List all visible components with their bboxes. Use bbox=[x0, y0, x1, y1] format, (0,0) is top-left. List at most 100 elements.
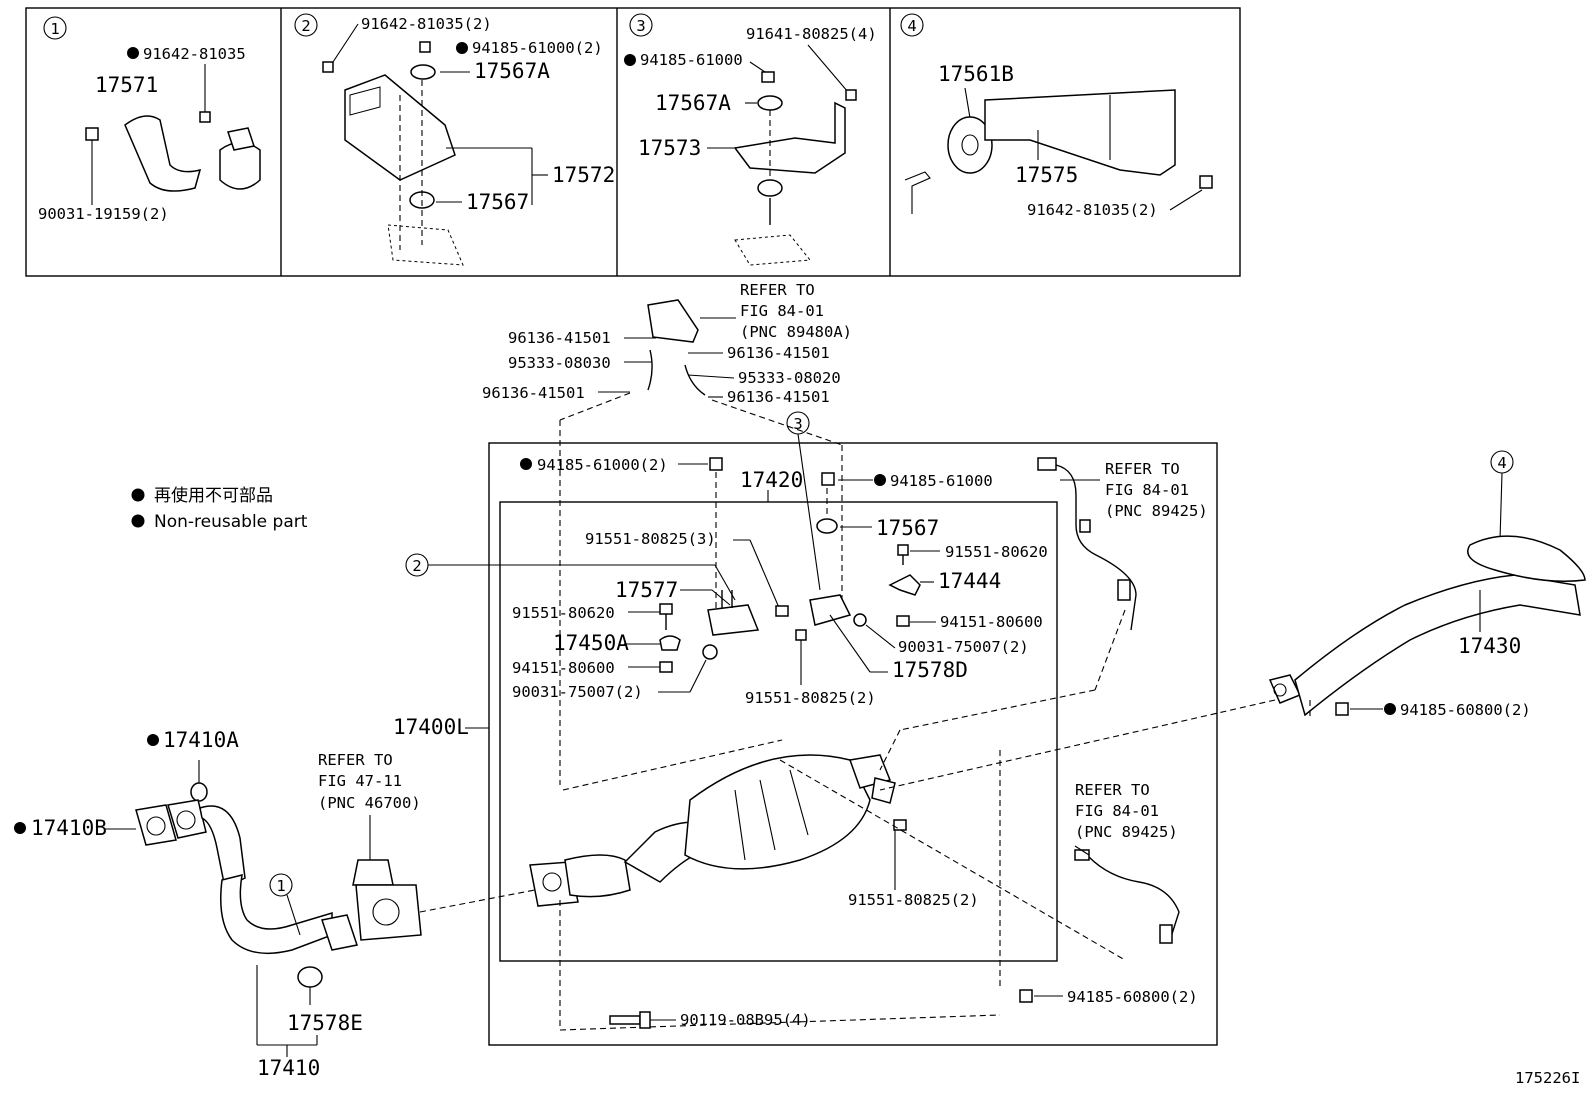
non-reusable-mark bbox=[456, 42, 468, 54]
sensor-bottom: REFER TO FIG 84-01 (PNC 89425) bbox=[1074, 781, 1180, 944]
label-94151-80600-l: 94151-80600 bbox=[512, 659, 615, 677]
refer-left-l3: (PNC 46700) bbox=[318, 794, 421, 812]
hose-label-c3: 96136-41501 bbox=[727, 344, 830, 362]
label-17561B: 17561B bbox=[938, 62, 1014, 86]
label-17578D: 17578D bbox=[892, 658, 968, 682]
label-17567A: 17567A bbox=[474, 59, 550, 83]
label-91642-81035-4: 91642-81035(2) bbox=[1027, 201, 1158, 219]
non-reusable-mark bbox=[147, 734, 159, 746]
callout-3: 3 bbox=[786, 411, 821, 591]
inset-1-number: 1 bbox=[50, 20, 59, 38]
label-91551-80620-r: 91551-80620 bbox=[945, 543, 1048, 561]
label-17410A: 17410A bbox=[163, 728, 239, 752]
hose-group: REFER TO FIG 84-01 (PNC 89480A) 96136-41… bbox=[482, 281, 852, 785]
label-91642-81035: 91642-81035 bbox=[143, 45, 246, 63]
label-91551-80825-3: 91551-80825(3) bbox=[585, 530, 716, 548]
label-17575: 17575 bbox=[1015, 163, 1078, 187]
inset-frame bbox=[25, 7, 1241, 277]
callout-3-number: 3 bbox=[793, 415, 802, 433]
non-reusable-mark bbox=[14, 822, 26, 834]
legend-en: Non-reusable part bbox=[154, 512, 308, 532]
label-17567A-3: 17567A bbox=[655, 91, 731, 115]
non-reusable-mark bbox=[131, 514, 145, 528]
muffler-assembly bbox=[529, 739, 896, 907]
inset-1: 1 91642-81035 17571 90031-19159(2) bbox=[38, 16, 261, 223]
label-94185-60800-b: 94185-60800(2) bbox=[1067, 988, 1198, 1006]
label-17410: 17410 bbox=[257, 1056, 320, 1080]
label-17444: 17444 bbox=[938, 569, 1001, 593]
bracket-right: 91551-80620 17444 94151-80600 90031-7500… bbox=[795, 543, 1048, 685]
refer-right-top-l2: FIG 84-01 bbox=[1105, 481, 1189, 499]
label-17577: 17577 bbox=[615, 578, 678, 602]
non-reusable-mark bbox=[874, 474, 886, 486]
hose-label-c6: 96136-41501 bbox=[727, 388, 830, 406]
non-reusable-mark bbox=[127, 47, 139, 59]
inset-3: 3 91641-80825(4) 94185-61000 17567A 1757… bbox=[624, 13, 877, 266]
refer-right-bottom-l2: FIG 84-01 bbox=[1075, 802, 1159, 820]
front-pipe: 17410A 17410B 1 17578E 17410 bbox=[14, 728, 363, 1080]
label-94185-60800-r: 94185-60800(2) bbox=[1400, 701, 1531, 719]
label-17567: 17567 bbox=[466, 190, 529, 214]
refer-right-bottom-l3: (PNC 89425) bbox=[1075, 823, 1178, 841]
inset-3-number: 3 bbox=[636, 17, 645, 35]
assembly-frame bbox=[488, 442, 1218, 1046]
inset-2: 2 91642-81035(2) 94185-61000(2) 17567A 1… bbox=[294, 13, 615, 266]
main-top-labels: 94185-61000(2) 17420 94185-61000 17567 bbox=[520, 456, 993, 620]
label-17578E: 17578E bbox=[287, 1011, 363, 1035]
label-94185-61000-3: 94185-61000 bbox=[640, 51, 743, 69]
label-91551-80620-l: 91551-80620 bbox=[512, 604, 615, 622]
label-17430: 17430 bbox=[1458, 634, 1521, 658]
refer-left-l2: FIG 47-11 bbox=[318, 772, 402, 790]
label-90031-75007-l: 90031-75007(2) bbox=[512, 683, 643, 701]
label-17450A: 17450A bbox=[553, 631, 629, 655]
non-reusable-mark bbox=[1384, 703, 1396, 715]
label-17410B: 17410B bbox=[31, 816, 107, 840]
non-reusable-mark bbox=[131, 488, 145, 502]
hose-label-c2: 95333-08030 bbox=[508, 354, 611, 372]
legend-jp: 再使用不可部品 bbox=[154, 485, 273, 506]
label-90119-08B95: 90119-08B95(4) bbox=[680, 1011, 811, 1029]
hose-label-c1: 96136-41501 bbox=[508, 329, 611, 347]
egr-valve: REFER TO FIG 47-11 (PNC 46700) bbox=[318, 751, 536, 941]
hose-label-c5: 95333-08020 bbox=[738, 369, 841, 387]
label-90031-75007-r: 90031-75007(2) bbox=[898, 638, 1029, 656]
refer-right-top-l1: REFER TO bbox=[1105, 460, 1180, 478]
label-94151-80600-r: 94151-80600 bbox=[940, 613, 1043, 631]
bracket-left: 2 91551-80825(3) 17577 91551-80620 17450… bbox=[405, 530, 876, 707]
label-17571: 17571 bbox=[95, 73, 158, 97]
inset-4-number: 4 bbox=[907, 17, 916, 35]
refer-right-top-l3: (PNC 89425) bbox=[1105, 502, 1208, 520]
assembly-label: 17400L bbox=[393, 715, 489, 739]
label-91551-80825-2b: 91551-80825(2) bbox=[848, 891, 979, 909]
non-reusable-mark bbox=[520, 458, 532, 470]
inset-4: 4 17561B 17575 91642-81035(2) bbox=[900, 13, 1213, 219]
refer-left-l1: REFER TO bbox=[318, 751, 393, 769]
hose-label-c4: 96136-41501 bbox=[482, 384, 585, 402]
refer-top-l3: (PNC 89480A) bbox=[740, 323, 852, 341]
refer-top-l1: REFER TO bbox=[740, 281, 815, 299]
refer-top-l2: FIG 84-01 bbox=[740, 302, 824, 320]
figure-id: 175226I bbox=[1515, 1069, 1580, 1087]
callout-4-number: 4 bbox=[1497, 454, 1506, 472]
label-94185-61000-2-main: 94185-61000(2) bbox=[537, 456, 668, 474]
refer-right-bottom-l1: REFER TO bbox=[1075, 781, 1150, 799]
label-17420: 17420 bbox=[740, 468, 803, 492]
inset-2-number: 2 bbox=[301, 17, 310, 35]
tail-pipe: 4 17430 94185-60800(2) bbox=[879, 450, 1586, 791]
label-17567-main: 17567 bbox=[876, 516, 939, 540]
label-91551-80825-2a: 91551-80825(2) bbox=[745, 689, 876, 707]
callout-1-number: 1 bbox=[276, 877, 285, 895]
legend: 再使用不可部品 Non-reusable part bbox=[131, 485, 308, 532]
label-90031-19159: 90031-19159(2) bbox=[38, 205, 169, 223]
label-94185-61000-2: 94185-61000(2) bbox=[472, 39, 603, 57]
label-91642-81035-2: 91642-81035(2) bbox=[361, 15, 492, 33]
label-17573: 17573 bbox=[638, 136, 701, 160]
sensor-top: REFER TO FIG 84-01 (PNC 89425) bbox=[879, 457, 1208, 771]
label-17572: 17572 bbox=[552, 163, 615, 187]
label-17400L: 17400L bbox=[393, 715, 469, 739]
muffler-bolts: 91551-80825(2) 90119-08B95(4) 94185-6080… bbox=[559, 750, 1198, 1031]
non-reusable-mark bbox=[624, 54, 636, 66]
label-94185-61000-main: 94185-61000 bbox=[890, 472, 993, 490]
callout-2-number: 2 bbox=[412, 557, 421, 575]
